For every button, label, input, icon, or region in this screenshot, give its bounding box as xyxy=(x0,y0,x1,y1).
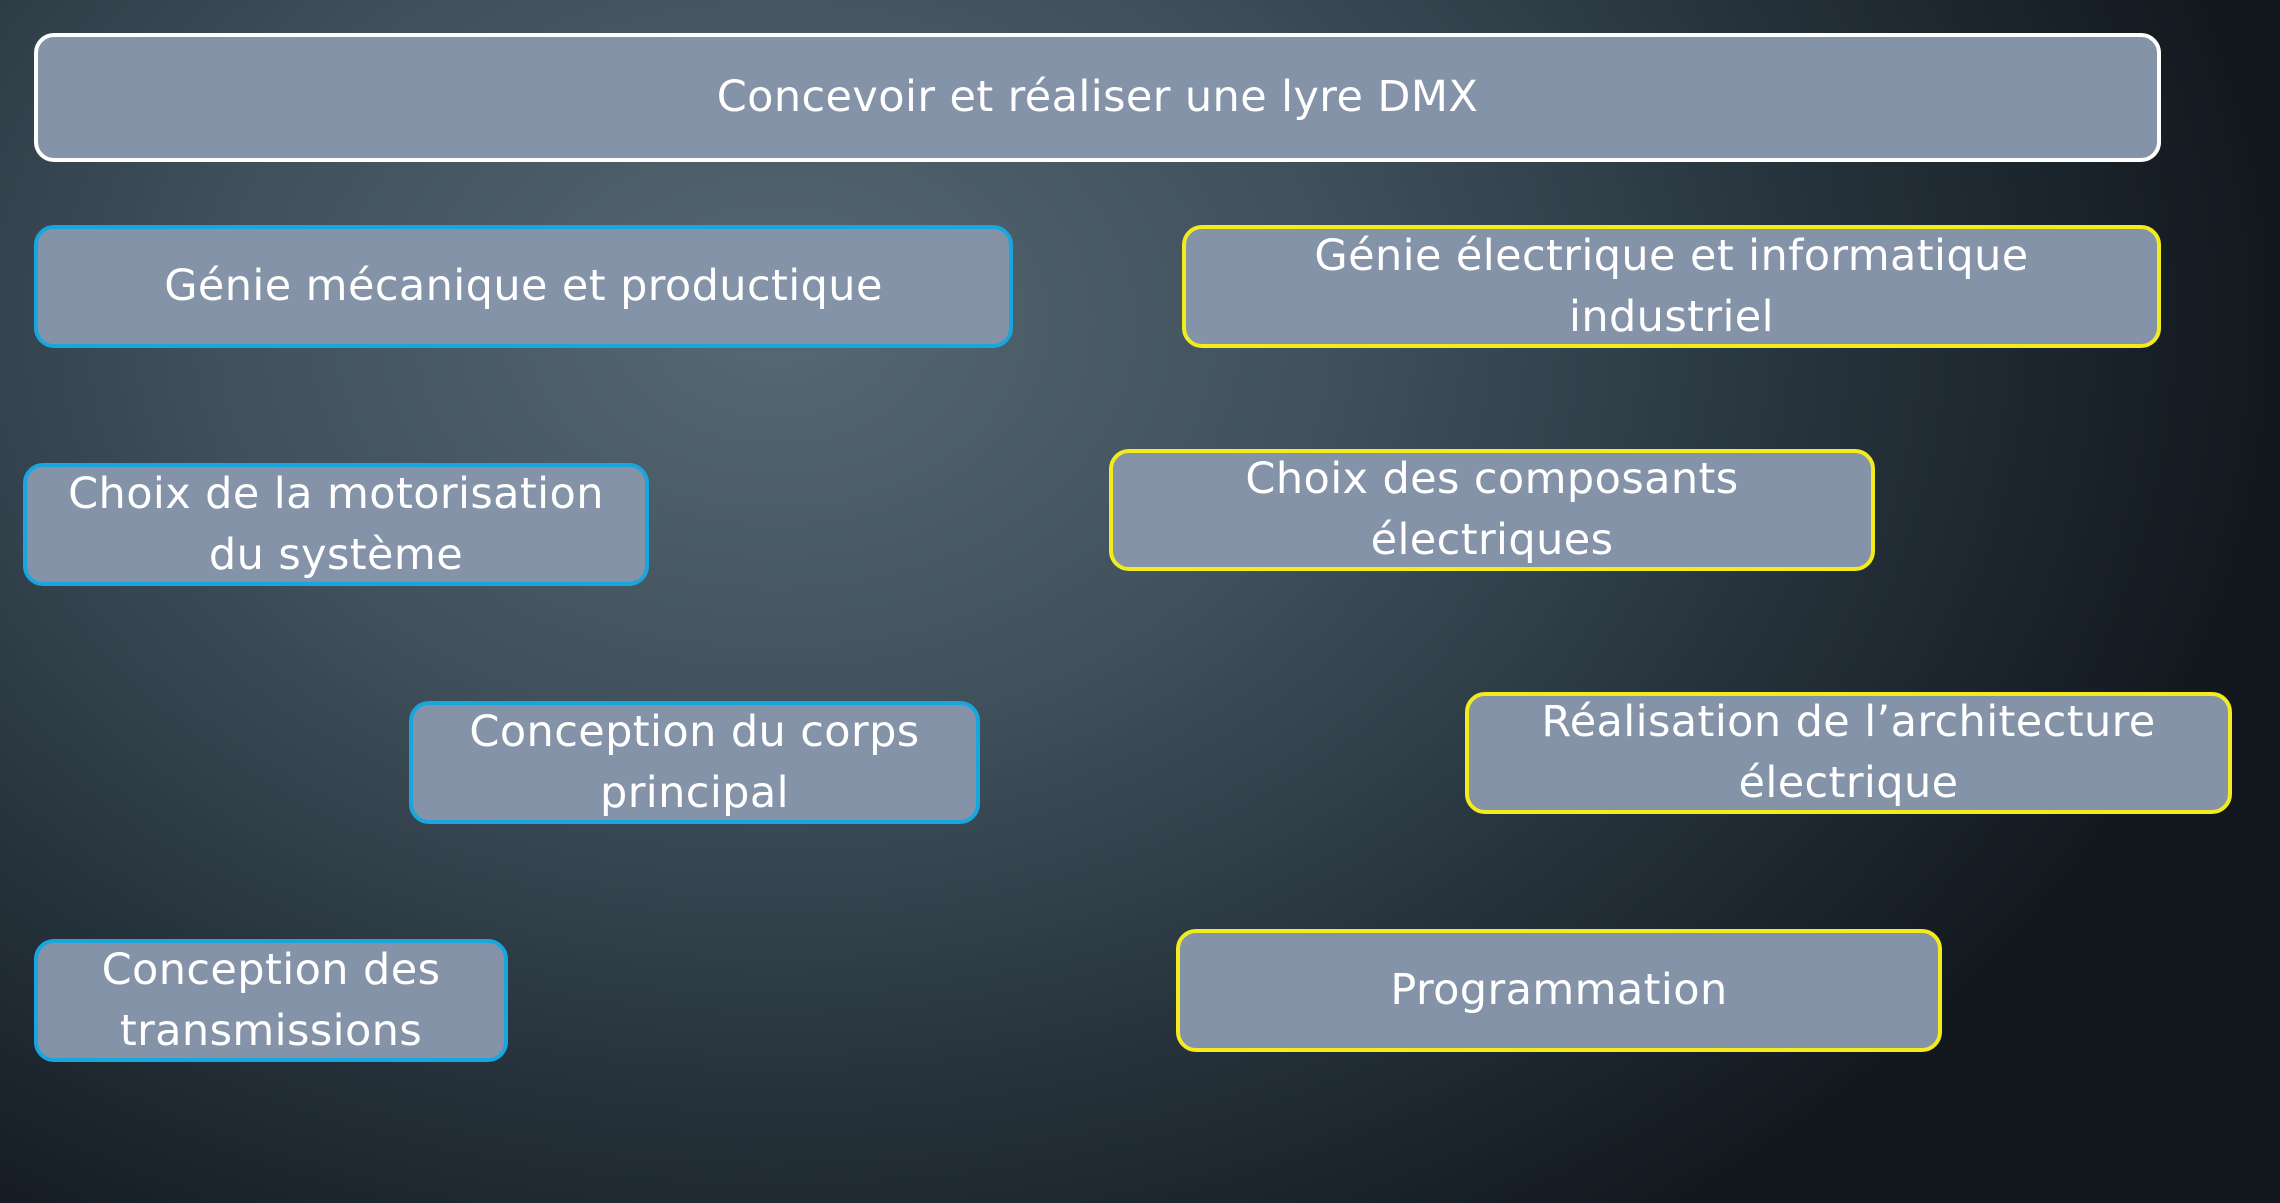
branch-electrical-label: Génie électrique et informatique industr… xyxy=(1314,230,2029,342)
electrical-task-composants-label: Choix des composants électriques xyxy=(1245,454,1739,565)
branch-mechanical-node: Génie mécanique et productique xyxy=(34,225,1013,348)
root-node-label: Concevoir et réaliser une lyre DMX xyxy=(716,72,1479,122)
electrical-task-composants: Choix des composants électriques xyxy=(1109,449,1875,571)
electrical-task-programmation-label: Programmation xyxy=(1390,965,1728,1015)
branch-electrical-node: Génie électrique et informatique industr… xyxy=(1182,225,2161,348)
electrical-task-programmation: Programmation xyxy=(1176,929,1942,1052)
mechanical-task-corps-principal: Conception du corps principal xyxy=(409,701,980,824)
root-node: Concevoir et réaliser une lyre DMX xyxy=(34,33,2161,162)
electrical-task-architecture-label: Réalisation de l’architecture électrique xyxy=(1541,697,2156,808)
mechanical-task-corps-principal-label: Conception du corps principal xyxy=(469,706,920,818)
mechanical-task-transmissions-label: Conception des transmissions xyxy=(101,944,441,1056)
mechanical-task-transmissions: Conception des transmissions xyxy=(34,939,508,1062)
mechanical-task-motorisation-label: Choix de la motorisation du système xyxy=(68,468,604,580)
mechanical-task-motorisation: Choix de la motorisation du système xyxy=(23,463,649,586)
electrical-task-architecture: Réalisation de l’architecture électrique xyxy=(1465,692,2232,814)
branch-mechanical-label: Génie mécanique et productique xyxy=(164,261,883,311)
